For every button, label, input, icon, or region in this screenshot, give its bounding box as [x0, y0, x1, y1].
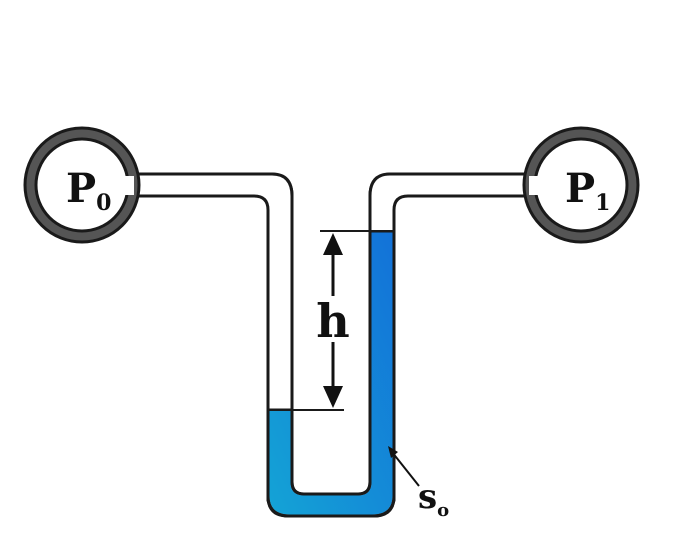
fluid-label: so — [418, 477, 449, 521]
height-arrow-down — [323, 386, 343, 408]
gauge-p1-subscript: 1 — [595, 190, 610, 216]
gauge-p0-tube-joint — [124, 176, 134, 195]
fluid-letter: s — [418, 477, 437, 517]
gauge-p0-subscript: 0 — [96, 190, 111, 216]
manometer-fluid — [269, 232, 393, 515]
height-label-backdrop — [312, 296, 354, 342]
u-tube-inner-wall — [290, 232, 372, 496]
height-label: h — [316, 294, 349, 348]
gauge-p0-letter: P — [66, 165, 96, 212]
gauge-p0-label: P0 — [66, 165, 111, 216]
gauge-p1-label: P1 — [565, 165, 610, 216]
height-arrow-up — [323, 233, 343, 255]
gauge-p1-letter: P — [565, 165, 595, 212]
u-tube-outer-bottom — [266, 232, 396, 518]
fluid-subscript: o — [437, 500, 449, 521]
gauge-p1-tube-joint — [529, 176, 539, 195]
fluid-pointer-arrowhead — [388, 446, 398, 458]
fluid-pointer-line — [391, 451, 420, 487]
